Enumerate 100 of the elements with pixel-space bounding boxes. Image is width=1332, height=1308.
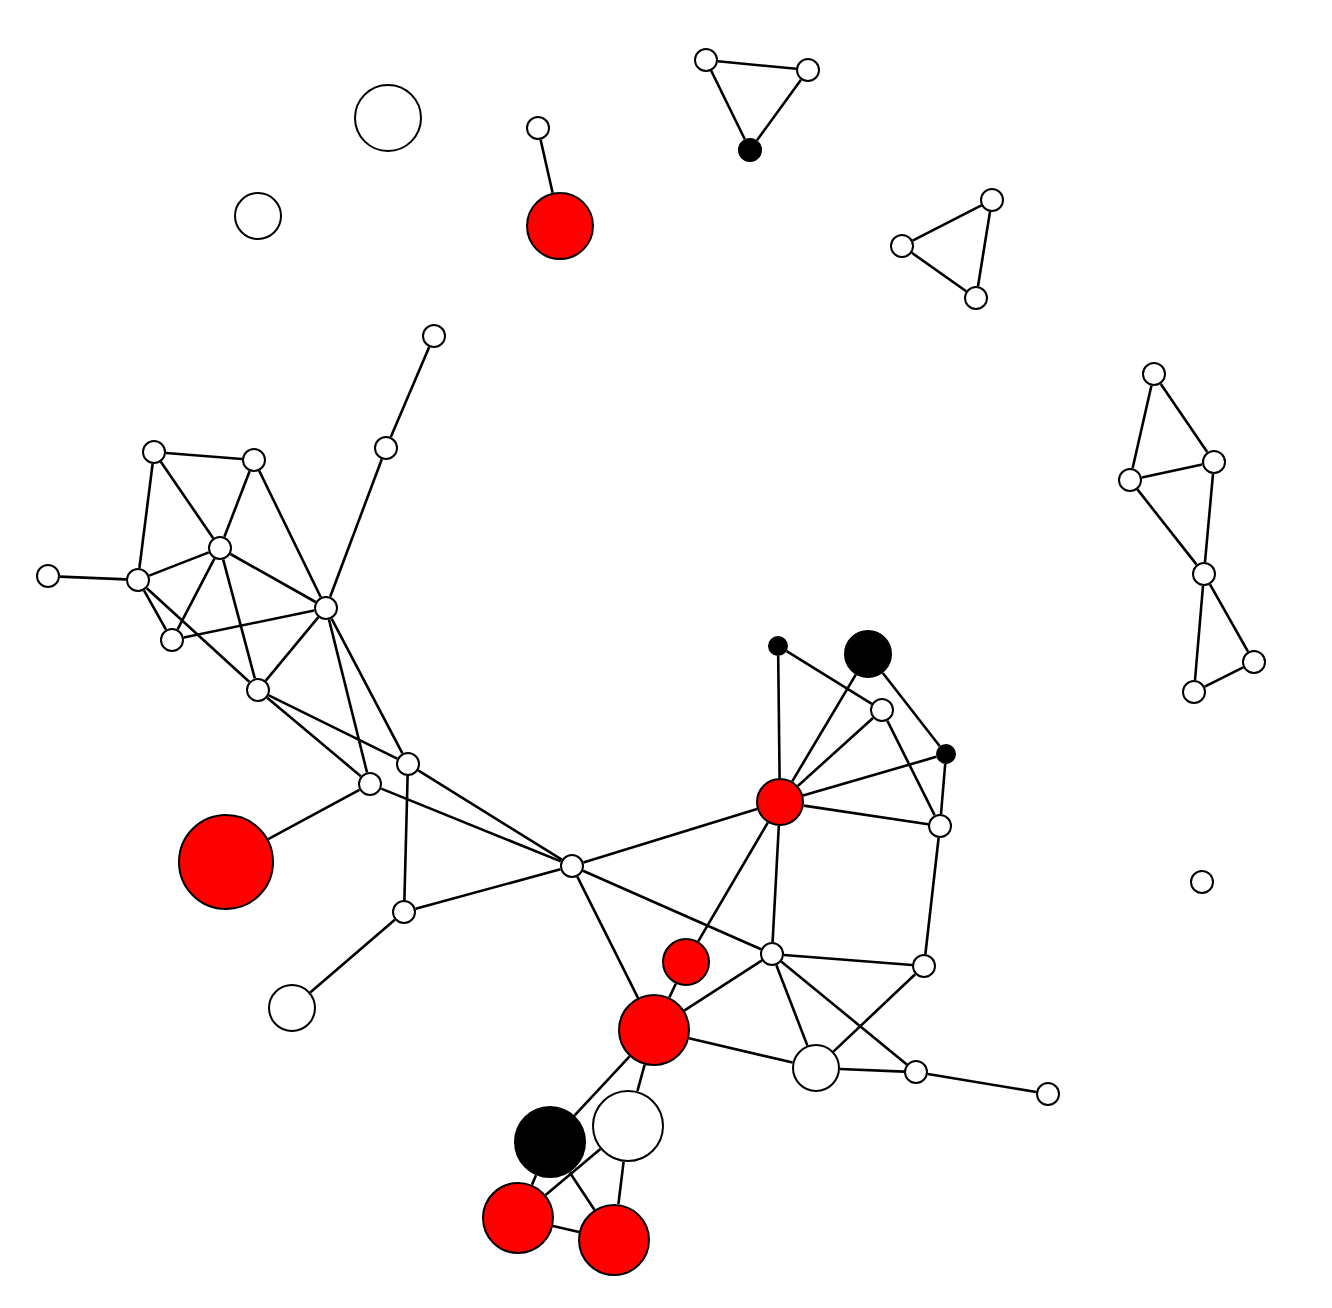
connector-line [59,575,127,581]
connector-line [1193,585,1205,681]
network-node [1242,650,1266,674]
connector-line [796,717,874,787]
connector-line [268,694,398,760]
connector-line [710,70,746,140]
network-node [792,1044,840,1092]
connector-line [1136,488,1198,566]
network-node [354,84,422,152]
connector-line [329,458,383,598]
network-node [796,58,820,82]
network-node [844,630,892,678]
connector-line [1203,473,1215,563]
connector-line [258,470,322,598]
connector-line [839,1067,905,1073]
connector-line [785,650,873,705]
network-node [396,752,420,776]
connector-line [976,211,992,287]
network-node [890,234,914,258]
connector-line [415,867,561,911]
connector-line [803,804,929,826]
connector-line [568,1171,596,1211]
network-node [756,778,804,826]
connector-line [617,1161,625,1205]
network-node [870,698,894,722]
connector-line [183,609,315,639]
network-node [768,636,788,656]
network-node [482,1182,554,1254]
network-node [912,954,936,978]
network-node [374,436,398,460]
connector-line [668,983,677,998]
connector-line [924,837,940,955]
connector-line [881,672,941,747]
network-node [578,1204,650,1276]
connector-line [912,204,982,242]
connector-line [636,1064,646,1092]
connector-line [403,775,409,901]
connector-line [911,251,967,293]
connector-line [576,876,640,999]
network-node [126,568,150,592]
connector-line [717,59,797,71]
network-node [738,138,762,162]
connector-line [755,79,803,141]
connector-line [927,1072,1037,1094]
network-node [358,772,382,796]
connector-line [1131,385,1153,469]
network-node [36,564,60,588]
connector-line [802,755,937,797]
connector-line [330,618,404,754]
connector-line [783,953,913,967]
connector-line [1204,666,1244,688]
network-node [662,938,710,986]
connector-line [683,959,763,1012]
connector-line [530,1174,538,1186]
connector-line [138,463,154,569]
connector-line [145,587,251,683]
network-node [618,994,690,1066]
connector-line [266,696,362,778]
network-node [160,628,184,652]
network-node [1192,562,1216,586]
network-node [964,286,988,310]
network-node [1182,680,1206,704]
connector-line [229,552,317,604]
connector-line [582,869,762,951]
connector-line [148,551,210,577]
connector-line [142,589,168,631]
connector-line [380,787,562,863]
connector-line [939,763,947,815]
connector-line [544,1148,602,1196]
connector-line [159,461,215,539]
connector-line [552,1224,580,1234]
network-node [392,900,416,924]
network-node [234,192,282,240]
network-node [1142,362,1166,386]
network-node [694,48,718,72]
connector-line [697,821,769,943]
network-node [980,188,1004,212]
connector-line [309,918,396,994]
network-node [526,116,550,140]
connector-line [791,673,857,783]
connector-line [780,960,908,1066]
network-node [268,984,316,1032]
network-node [904,1060,928,1084]
network-node [208,536,232,560]
network-node [526,192,594,260]
connector-line [221,559,257,679]
connector-line [771,825,781,943]
network-node [422,324,446,348]
connector-line [327,619,369,773]
connector-line [832,973,917,1053]
connector-line [539,139,554,194]
connector-line [1141,463,1203,479]
network-node [178,814,274,910]
connector-line [886,720,936,816]
network-node [314,596,338,620]
connector-line [176,558,216,630]
connector-line [417,769,563,861]
connector-line [267,788,360,841]
network-node [1118,468,1142,492]
connector-line [775,964,809,1047]
